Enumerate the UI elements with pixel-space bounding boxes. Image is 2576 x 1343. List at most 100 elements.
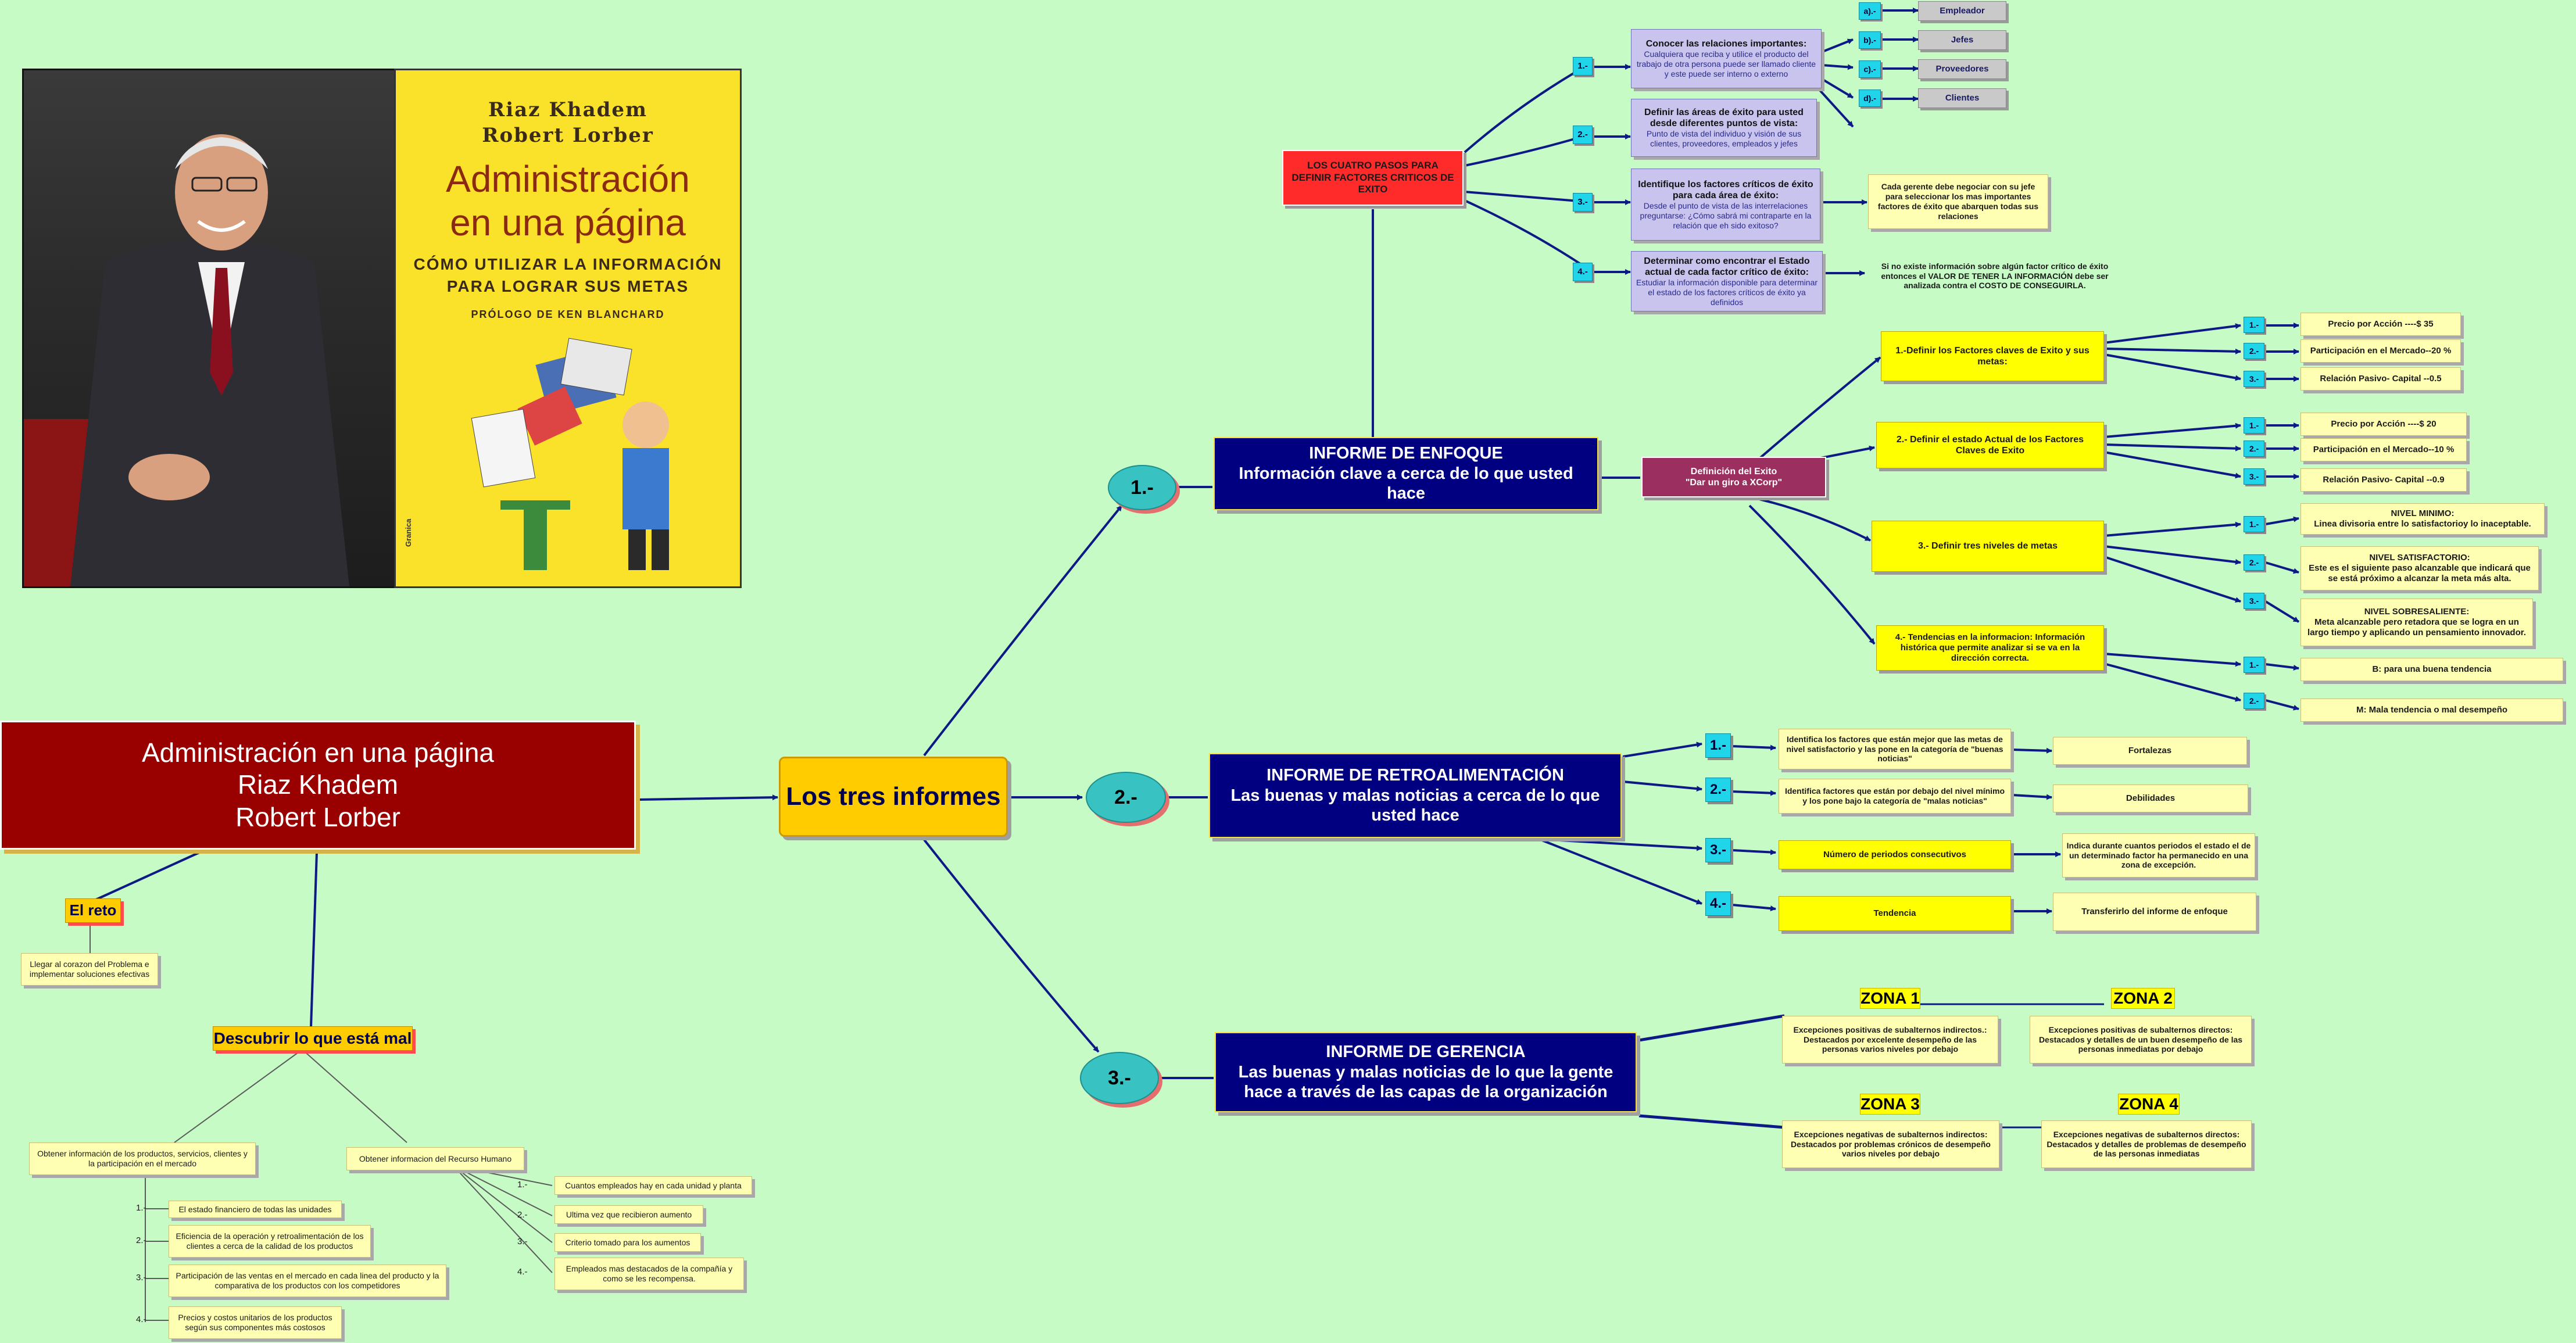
retro-resultado[interactable]: Transferirlo del informe de enfoque — [2053, 893, 2256, 931]
paso-exito-item[interactable]: Precio por Acción ----$ 35 — [2300, 313, 2461, 336]
informe-retro-title: INFORME DE RETROALIMENTACIÓN — [1266, 765, 1564, 785]
nivel-minimo[interactable]: NIVEL MINIMO:Linea divisoria entre lo sa… — [2300, 503, 2545, 535]
descubrir-right-branch[interactable]: Obtener informacion del Recurso Humano — [346, 1147, 524, 1170]
retro-criterio[interactable]: Tendencia — [1779, 896, 2011, 931]
central-author-2: Robert Lorber — [235, 801, 400, 832]
paso-exito-2[interactable]: 2.- Definir el estado Actual de los Fact… — [1876, 422, 2104, 468]
nota-paso-4[interactable]: Si no existe información sobre algún fac… — [1881, 261, 2109, 291]
zona-3-label[interactable]: ZONA 3 — [1860, 1094, 1920, 1115]
central-topic[interactable]: Administración en una página Riaz Khadem… — [0, 721, 636, 850]
relacion-item[interactable]: Clientes — [1918, 88, 2006, 108]
paso-exito-item[interactable]: Participación en el Mercado--10 % — [2300, 438, 2467, 461]
zona-2-label[interactable]: ZONA 2 — [2111, 988, 2175, 1009]
informe-enfoque[interactable]: INFORME DE ENFOQUE Información clave a c… — [1214, 437, 1598, 510]
el-reto-topic[interactable]: El reto — [65, 898, 121, 923]
list-num: 1.- — [517, 1180, 528, 1190]
relacion-item[interactable]: Proveedores — [1918, 59, 2006, 79]
descubrir-left-item[interactable]: Precios y costos unitarios de los produc… — [169, 1306, 342, 1339]
relacion-item[interactable]: Empleador — [1918, 1, 2006, 21]
zona-4-label[interactable]: ZONA 4 — [2118, 1094, 2180, 1115]
informe-retroalimentacion[interactable]: INFORME DE RETROALIMENTACIÓN Las buenas … — [1209, 753, 1622, 838]
retro-criterio[interactable]: Identifica factores que están por debajo… — [1779, 779, 2011, 814]
list-num: 3.- — [517, 1237, 528, 1247]
cuatro-pasos-node[interactable]: LOS CUATRO PASOS PARA DEFINIR FACTORES C… — [1282, 150, 1464, 206]
definicion-exito[interactable]: Definición del Exito "Dar un giro a XCor… — [1641, 457, 1826, 497]
informe-gerencia[interactable]: INFORME DE GERENCIA Las buenas y malas n… — [1215, 1032, 1637, 1112]
paso-title: Identifique los factores críticos de éxi… — [1638, 179, 1813, 200]
retro-criterio[interactable]: Número de periodos consecutivos — [1779, 840, 2011, 869]
el-reto-description[interactable]: Llegar al corazon del Problema e impleme… — [21, 953, 158, 986]
central-author-1: Riaz Khadem — [237, 769, 399, 800]
zona-1-label[interactable]: ZONA 1 — [1860, 988, 1920, 1009]
retro-number: 4.- — [1705, 891, 1731, 916]
paso-exito-3[interactable]: 3.- Definir tres niveles de metas — [1872, 521, 2104, 572]
los-tres-informes-topic[interactable]: Los tres informes — [779, 757, 1008, 837]
nivel-sobresaliente[interactable]: NIVEL SOBRESALIENTE:Meta alcanzable pero… — [2300, 599, 2533, 646]
book-prologue: Prólogo de Ken Blanchard — [471, 309, 665, 320]
paso-exito-item[interactable]: Participación en el Mercado--20 % — [2300, 339, 2461, 363]
retro-resultado[interactable]: Indica durante cuantos periodos el estad… — [2062, 833, 2255, 878]
nivel-title: NIVEL SATISFACTORIO: — [2369, 553, 2470, 563]
descubrir-right-item[interactable]: Ultima vez que recibieron aumento — [554, 1205, 703, 1224]
paso-exito-number: 3.- — [2244, 593, 2264, 609]
book-author-2: Robert Lorber — [482, 124, 654, 147]
relacion-number: b).- — [1859, 31, 1881, 49]
retro-resultado[interactable]: Debilidades — [2053, 785, 2248, 812]
tendencia-item[interactable]: B: para una buena tendencia — [2300, 658, 2563, 681]
paso-exito-item[interactable]: Relación Pasivo- Capital --0.5 — [2300, 367, 2461, 391]
zona-2-text[interactable]: Excepciones positivas de subalternos dir… — [2030, 1016, 2252, 1063]
retro-number: 3.- — [1705, 838, 1731, 862]
descubrir-right-item[interactable]: Criterio tomado para los aumentos — [554, 1233, 701, 1252]
list-num: 2.- — [517, 1210, 528, 1220]
paso-title: Determinar como encontrar el Estado actu… — [1644, 256, 1810, 277]
book-title-2: en una página — [450, 202, 686, 243]
zona-4-text[interactable]: Excepciones negativas de subalternos dir… — [2041, 1120, 2252, 1168]
central-title: Administración en una página — [141, 737, 495, 768]
zona-1-text[interactable]: Excepciones positivas de subalternos ind… — [1782, 1016, 1998, 1063]
relacion-item[interactable]: Jefes — [1918, 30, 2006, 50]
list-num: 4.- — [517, 1267, 528, 1277]
paso-exito-number: 2.- — [2244, 440, 2264, 457]
book-subtitle-2: para lograr sus metas — [446, 277, 689, 295]
paso-exito-number: 1.- — [2244, 417, 2264, 434]
relacion-number: c).- — [1859, 60, 1881, 78]
tendencia-item[interactable]: M: Mala tendencia o mal desempeño — [2300, 699, 2563, 722]
nivel-text: Este es el siguiente paso alcanzable que… — [2309, 563, 2531, 583]
descubrir-left-item[interactable]: El estado financiero de todas las unidad… — [169, 1201, 342, 1218]
descubrir-right-item[interactable]: Empleados mas destacados de la compañía … — [554, 1258, 744, 1290]
paso-exito-number: 1.- — [2244, 657, 2264, 673]
paso-4[interactable]: Determinar como encontrar el Estado actu… — [1631, 251, 1823, 311]
oval-informe-2[interactable]: 2.- — [1086, 772, 1166, 823]
paso-exito-4[interactable]: 4.- Tendencias en la informacion: Inform… — [1876, 625, 2104, 671]
descubrir-left-item[interactable]: Participación de las ventas en el mercad… — [169, 1265, 446, 1297]
nivel-title: NIVEL SOBRESALIENTE: — [2364, 607, 2470, 617]
paso-exito-number: 2.- — [2244, 343, 2264, 359]
descubrir-right-item[interactable]: Cuantos empleados hay en cada unidad y p… — [554, 1176, 752, 1195]
paso-exito-number: 1.- — [2244, 516, 2264, 532]
retro-criterio[interactable]: Identifica los factores que están mejor … — [1779, 729, 2011, 769]
paso-title: Definir las áreas de éxito para usted de… — [1644, 108, 1804, 129]
zona-3-text[interactable]: Excepciones negativas de subalternos ind… — [1782, 1120, 1999, 1168]
paso-exito-item[interactable]: Precio por Acción ----$ 20 — [2300, 413, 2467, 436]
paso-1[interactable]: Conocer las relaciones importantes:Cualq… — [1631, 29, 1822, 88]
nivel-satisfactorio[interactable]: NIVEL SATISFACTORIO:Este es el siguiente… — [2300, 546, 2539, 590]
descubrir-left-item[interactable]: Eficiencia de la operación y retroalimen… — [169, 1225, 371, 1258]
oval-informe-1[interactable]: 1.- — [1108, 465, 1176, 510]
retro-resultado[interactable]: Fortalezas — [2053, 737, 2247, 765]
descubrir-left-branch[interactable]: Obtener información de los productos, se… — [29, 1143, 256, 1175]
oval-informe-3[interactable]: 3.- — [1080, 1052, 1159, 1104]
book-subtitle-1: Cómo utilizar la información — [413, 255, 722, 273]
nota-paso-3[interactable]: Cada gerente debe negociar con su jefe p… — [1868, 174, 2048, 229]
descubrir-topic[interactable]: Descubrir lo que está mal — [213, 1026, 413, 1051]
paso-number: 1.- — [1573, 57, 1593, 76]
paso-number: 3.- — [1573, 193, 1593, 212]
paso-2[interactable]: Definir las áreas de éxito para usted de… — [1631, 99, 1817, 157]
book-publisher: Granica — [404, 518, 413, 547]
paso-3[interactable]: Identifique los factores críticos de éxi… — [1631, 169, 1820, 241]
paso-exito-item[interactable]: Relación Pasivo- Capital --0.9 — [2300, 468, 2467, 492]
relacion-number: d).- — [1859, 89, 1881, 107]
informe-enfoque-title: INFORME DE ENFOQUE — [1309, 443, 1503, 463]
paso-exito-1[interactable]: 1.-Definir los Factores claves de Exito … — [1881, 331, 2104, 381]
paso-number: 2.- — [1573, 126, 1593, 144]
